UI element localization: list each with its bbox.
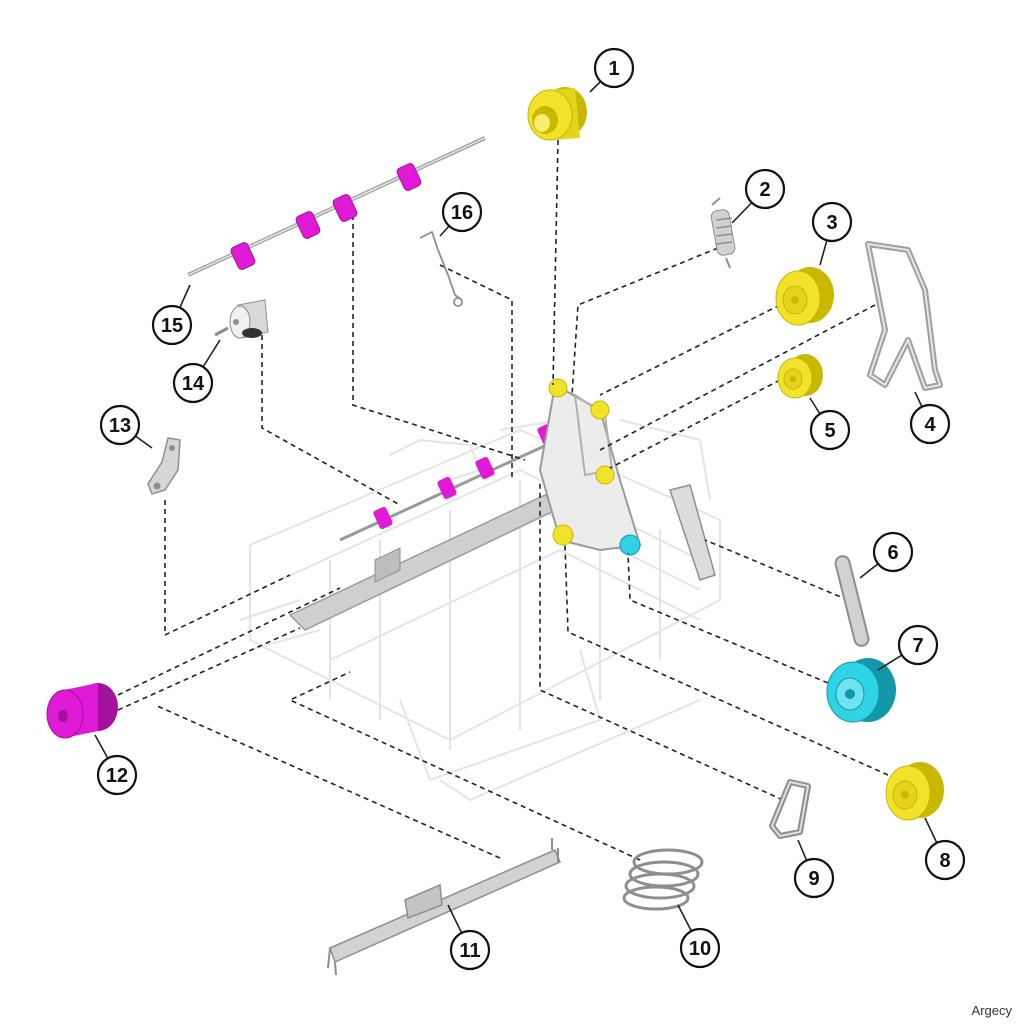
callout-number: 1 <box>608 58 619 80</box>
part-16-wire-spring <box>419 230 463 307</box>
callout-circle <box>872 531 914 573</box>
part-1-gear <box>527 87 587 141</box>
callout-8: 8 <box>924 817 966 881</box>
assembled-roller <box>437 476 457 500</box>
part-13-lever <box>147 437 181 495</box>
callout-15: 15 <box>151 284 193 346</box>
callout-circle <box>593 47 635 89</box>
callout-number: 6 <box>887 542 898 564</box>
callout-14: 14 <box>172 339 221 404</box>
callout-circle <box>924 839 966 881</box>
callout-number: 7 <box>912 635 923 657</box>
part-10-spring <box>622 848 704 911</box>
callout-13: 13 <box>99 404 153 449</box>
callout-6: 6 <box>859 531 914 579</box>
part-8-pulley <box>885 762 944 821</box>
callout-9: 9 <box>793 839 835 899</box>
part-14-bushing <box>214 299 269 339</box>
callout-circle <box>793 857 835 899</box>
callout-number: 16 <box>451 202 473 224</box>
part-3-pulley <box>775 267 834 326</box>
callout-3: 3 <box>811 201 853 266</box>
callout-number: 10 <box>689 938 711 960</box>
part-12-roller <box>46 683 118 739</box>
callout-circle <box>151 304 193 346</box>
callout-number: 3 <box>826 212 837 234</box>
callout-number: 13 <box>109 415 131 437</box>
part-2-spring <box>710 197 736 269</box>
watermark: Argecy <box>971 1003 1012 1018</box>
part-4-belt <box>865 241 943 391</box>
assembled-roller <box>475 456 495 480</box>
callout-circle <box>441 191 483 233</box>
callout-circle <box>96 754 138 796</box>
part-9-belt <box>769 779 811 839</box>
callout-16: 16 <box>439 191 483 237</box>
callout-number: 2 <box>759 179 770 201</box>
callout-number: 4 <box>924 414 936 436</box>
leader-lines <box>117 139 889 861</box>
callout-4: 4 <box>909 391 951 445</box>
callout-11: 11 <box>447 904 491 971</box>
callout-circle <box>744 168 786 210</box>
callout-number: 5 <box>824 420 835 442</box>
callout-circle <box>172 362 214 404</box>
callout-number: 15 <box>161 315 183 337</box>
callout-number: 9 <box>808 868 819 890</box>
callout-circle <box>449 929 491 971</box>
callout-number: 8 <box>939 850 950 872</box>
plate-side <box>374 547 401 583</box>
part-15-roller-shaft <box>187 136 486 277</box>
callout-circle <box>897 624 939 666</box>
callout-7: 7 <box>877 624 939 671</box>
callout-12: 12 <box>94 734 138 796</box>
callout-circle <box>679 927 721 969</box>
part-5-pulley <box>777 354 823 399</box>
callout-number: 11 <box>459 940 480 962</box>
callout-circle <box>811 201 853 243</box>
part-11-bracket <box>327 838 561 976</box>
callout-10: 10 <box>677 904 721 969</box>
callout-5: 5 <box>809 397 851 451</box>
callout-number: 14 <box>182 373 205 395</box>
callout-1: 1 <box>589 47 635 93</box>
part-6-belt <box>834 555 870 647</box>
callout-circle <box>909 403 951 445</box>
callout-circle <box>809 409 851 451</box>
callout-2: 2 <box>731 168 786 224</box>
callout-circle <box>99 404 141 446</box>
assembled-roller <box>373 506 393 530</box>
callout-number: 12 <box>106 765 128 787</box>
part-7-pulley <box>826 658 896 723</box>
assembled-drive-linkage <box>538 378 716 581</box>
